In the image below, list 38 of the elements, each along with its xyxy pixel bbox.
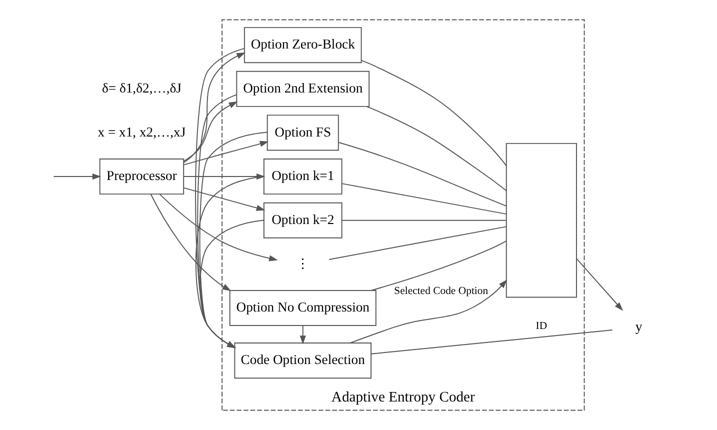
node-box: Option Zero-Block — [243, 27, 362, 64]
node-text: ⋮ — [295, 256, 310, 271]
connector — [338, 142, 506, 207]
arrow — [182, 101, 238, 162]
arrow — [182, 173, 265, 180]
node-box — [505, 142, 576, 298]
node-box: Option k=1 — [262, 158, 342, 195]
connector — [340, 220, 506, 221]
arrow — [182, 52, 245, 164]
arrow — [158, 194, 278, 262]
node-box: Preprocessor — [98, 158, 184, 195]
connector — [360, 60, 506, 166]
arrow — [182, 140, 268, 166]
edge-label: Selected Code Option — [394, 285, 488, 298]
arrow — [198, 132, 268, 348]
arrow — [196, 94, 237, 348]
arrow — [182, 187, 265, 211]
arrow — [194, 176, 264, 348]
connector — [328, 226, 506, 260]
node-box: Option k=2 — [262, 202, 342, 238]
node-box: Option FS — [266, 114, 338, 151]
edge-label: ID — [535, 320, 547, 332]
connector — [370, 240, 506, 291]
arrow — [349, 280, 507, 344]
arrow — [194, 48, 244, 348]
connector — [370, 330, 612, 354]
label: δ= δ1,δ2,…,δJ — [101, 80, 181, 96]
node-text: y — [634, 319, 642, 334]
connector — [340, 183, 506, 215]
connector — [366, 106, 506, 192]
label: x = x1, x2,…,xJ — [97, 124, 186, 140]
arrow — [299, 325, 306, 344]
arrow — [199, 220, 264, 348]
arrow — [150, 194, 231, 292]
arrow — [52, 173, 101, 180]
node-box: Code Option Selection — [234, 342, 372, 379]
node-box: Option No Compression — [228, 290, 376, 326]
node-box: Option 2nd Extension — [236, 70, 370, 107]
